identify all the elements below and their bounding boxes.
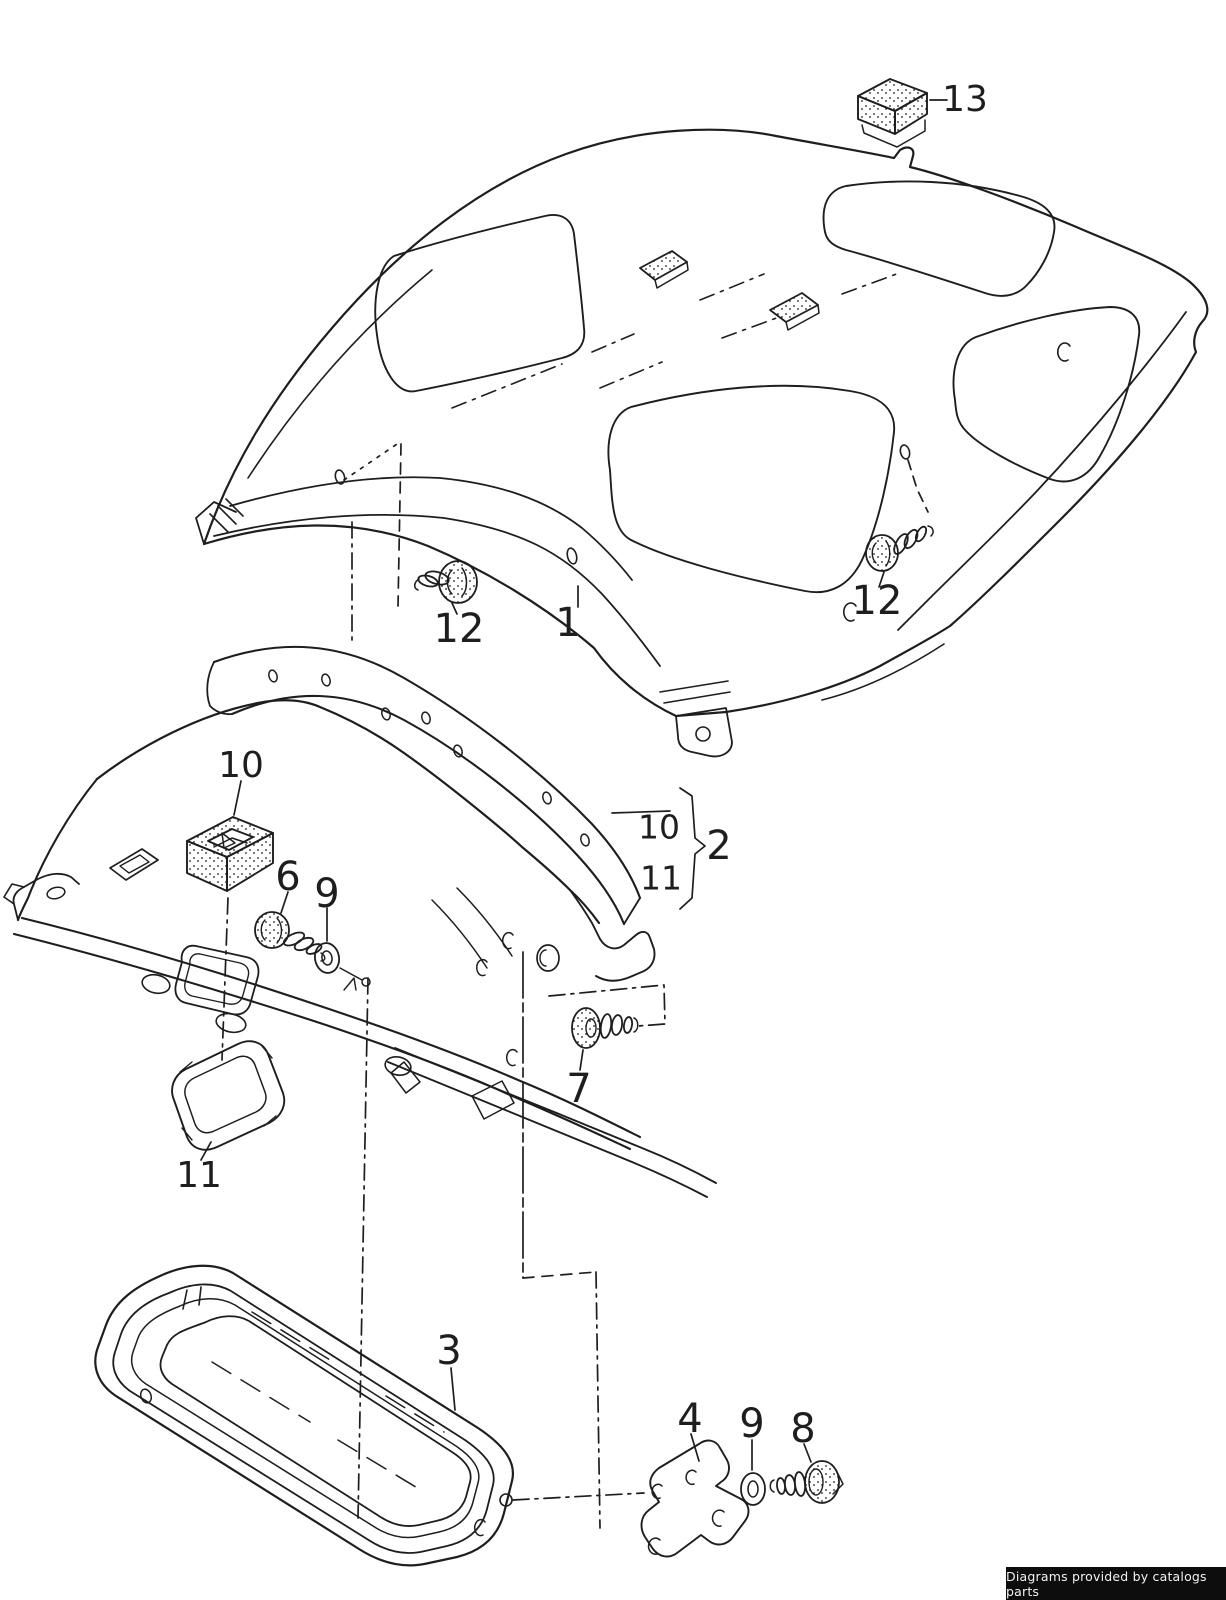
- part-label-13: 13: [942, 79, 988, 120]
- part-label-11-group: 11: [640, 858, 682, 898]
- foam-pad-10: [186, 816, 274, 892]
- part-label-10-group: 10: [638, 807, 680, 847]
- connector-lines: [200, 99, 948, 1529]
- fastener-holes: [334, 342, 1071, 622]
- retaining-frame-11: [171, 1040, 286, 1151]
- screw-6: [254, 911, 326, 962]
- part-label-1: 1: [555, 600, 581, 646]
- mounting-bracket-4: [640, 1439, 750, 1558]
- watermark-text: Diagrams provided by catalogs parts: [1006, 1568, 1207, 1599]
- foam-pad-13: [857, 78, 928, 148]
- part-label-10-upper: 10: [218, 745, 264, 786]
- part-label-3: 3: [436, 1328, 462, 1374]
- part-label-12-left: 12: [433, 606, 485, 652]
- part-label-4: 4: [677, 1396, 703, 1442]
- screw-12-left: [413, 560, 478, 604]
- roof-panel-outlines: [374, 180, 1141, 594]
- part-label-9-mid: 9: [314, 871, 340, 917]
- part-label-7: 7: [566, 1066, 592, 1112]
- frame-holes: [268, 669, 590, 847]
- washer-9-lower: [740, 1472, 766, 1506]
- screw-8: [769, 1460, 844, 1504]
- screw-7: [571, 1007, 639, 1049]
- watermark-bar: Diagrams provided by catalogs parts: [1006, 1567, 1226, 1600]
- part-label-2: 2: [706, 823, 732, 869]
- seal-channel-dashes: [211, 1311, 445, 1493]
- washer-9-mid: [313, 942, 371, 991]
- screw-12-right: [865, 525, 934, 572]
- part-label-9-lower: 9: [739, 1401, 765, 1447]
- headliner-inner-assembly: [3, 645, 717, 1198]
- sunroof-frame-3: [94, 1264, 515, 1567]
- headliner-outer-shell: [195, 128, 1209, 758]
- part-label-12-right: 12: [851, 578, 903, 624]
- crank-opening-hatch: [639, 250, 820, 331]
- part-label-8: 8: [790, 1406, 816, 1452]
- part-label-6: 6: [275, 854, 301, 900]
- part-label-11-lower: 11: [176, 1155, 222, 1196]
- roof-crease-lines: [451, 271, 903, 409]
